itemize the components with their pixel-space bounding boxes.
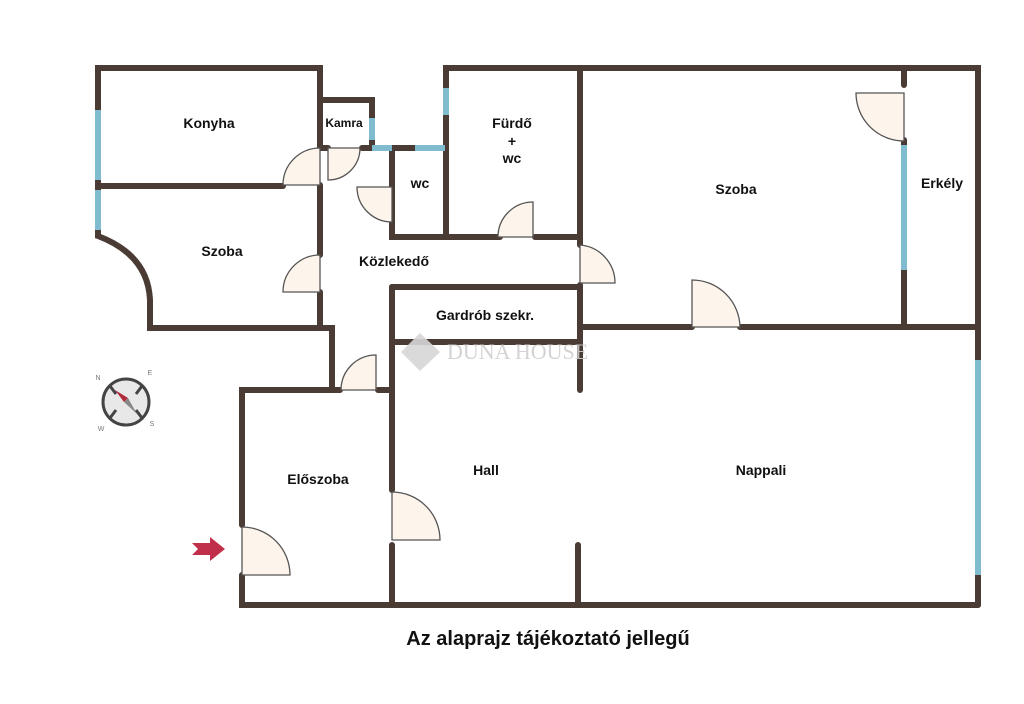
compass-s: S bbox=[150, 421, 155, 428]
room-furdo: Fürdő bbox=[492, 115, 532, 131]
room-erkely: Erkély bbox=[921, 175, 963, 191]
room-szoba-right: Szoba bbox=[715, 181, 756, 197]
watermark-logo-icon bbox=[401, 333, 440, 371]
compass-icon: N E S W bbox=[95, 370, 154, 433]
room-szoba-left: Szoba bbox=[201, 243, 242, 259]
room-hall: Hall bbox=[473, 462, 499, 478]
door-hall bbox=[391, 491, 441, 541]
compass-e: E bbox=[148, 370, 153, 377]
door-kozlekedo bbox=[340, 354, 377, 391]
compass-w: W bbox=[98, 426, 105, 433]
room-labels: Konyha Kamra Fürdő + wc wc Szoba Szoba E… bbox=[183, 115, 963, 487]
door-szoba-right bbox=[579, 244, 616, 284]
door-szoba-left bbox=[282, 254, 321, 293]
door-konyha bbox=[282, 147, 321, 186]
entrance-arrow-icon bbox=[192, 537, 225, 561]
room-furdo-wc: wc bbox=[502, 150, 522, 166]
door-wc bbox=[356, 186, 393, 223]
room-eloszoba: Előszoba bbox=[287, 471, 349, 487]
room-konyha: Konyha bbox=[183, 115, 235, 131]
room-gardrob: Gardrób szekr. bbox=[436, 307, 534, 323]
room-kozlekedo: Közlekedő bbox=[359, 253, 429, 269]
door-erkely bbox=[855, 92, 905, 142]
watermark-text: DUNA HOUSE bbox=[447, 339, 588, 364]
door-furdo bbox=[497, 201, 534, 238]
door-kamra bbox=[327, 147, 361, 181]
caption: Az alaprajz tájékoztató jellegű bbox=[406, 628, 689, 650]
room-kamra: Kamra bbox=[325, 116, 363, 130]
door-szoba-nappali bbox=[691, 279, 741, 328]
room-wc: wc bbox=[410, 175, 430, 191]
room-furdo-plus: + bbox=[508, 133, 516, 149]
watermark: DUNA HOUSE bbox=[401, 333, 588, 371]
door-entrance bbox=[241, 526, 291, 576]
walls bbox=[95, 65, 981, 608]
doors bbox=[241, 92, 905, 576]
windows bbox=[95, 88, 981, 575]
compass-n: N bbox=[95, 375, 100, 382]
room-nappali: Nappali bbox=[736, 462, 787, 478]
